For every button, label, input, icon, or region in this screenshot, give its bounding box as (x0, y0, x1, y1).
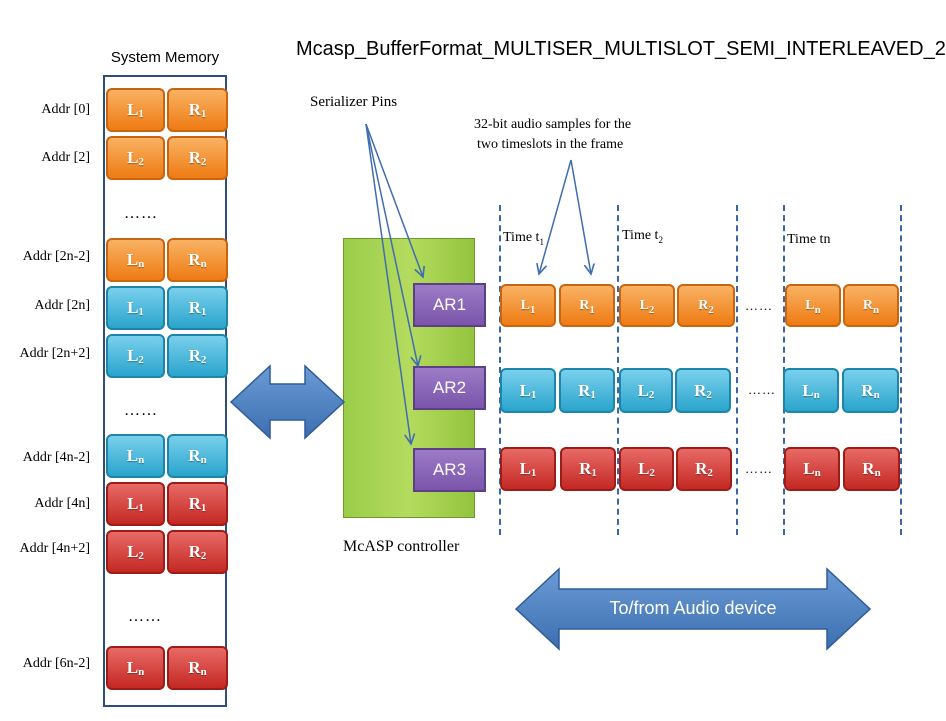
address-label: Addr [4n+2] (19, 541, 91, 556)
time-label-tn: Time tn (787, 232, 831, 247)
memory-controller-double-arrow (229, 364, 346, 440)
address-label: Addr [2n-2] (22, 249, 90, 264)
memory-ellipsis: …… (124, 205, 158, 222)
address-label: Addr [0] (41, 102, 90, 117)
timeslot-divider (736, 205, 738, 535)
system-memory-frame (103, 75, 227, 707)
samples-pointer (539, 159, 572, 274)
serializer-pins-pointer (365, 123, 423, 277)
memory-ellipsis: …… (128, 608, 162, 625)
stream-ellipsis: …… (745, 461, 773, 476)
time-label-t2: Time t2 (622, 228, 663, 245)
timeslot-divider (900, 205, 902, 535)
samples-annotation-line2: two timeslots in the frame (477, 137, 624, 152)
mcasp-controller-label: McASP controller (343, 538, 460, 555)
audio-device-label: To/from Audio device (609, 598, 777, 618)
stream-ellipsis: …… (748, 382, 776, 397)
serializer-ar2: AR2 (413, 366, 486, 410)
address-label: Addr [4n] (34, 496, 90, 511)
address-label: Addr [2] (41, 150, 90, 165)
samples-annotation-line1: 32-bit audio samples for the (474, 117, 632, 132)
address-label: Addr [2n+2] (19, 346, 91, 361)
address-label: Addr [2n] (34, 298, 90, 313)
serializer-ar1: AR1 (413, 283, 486, 327)
serializer-pins-pointer (365, 123, 418, 366)
time-label-t1: Time t1 (503, 230, 544, 247)
stream-ellipsis: …… (745, 298, 773, 313)
address-label: Addr [4n-2] (22, 450, 90, 465)
diagram-title: Mcasp_BufferFormat_MULTISER_MULTISLOT_SE… (296, 38, 946, 60)
samples-pointer (570, 159, 591, 274)
serializer-pins-pointer (365, 123, 411, 444)
serializer-pins-annotation: Serializer Pins (310, 94, 398, 110)
audio-device-double-arrow (514, 567, 872, 651)
serializer-ar3: AR3 (413, 448, 486, 492)
system-memory-label: System Memory (110, 49, 220, 66)
memory-ellipsis: …… (124, 402, 158, 419)
address-label: Addr [6n-2] (22, 656, 90, 671)
timeslot-divider (617, 205, 619, 535)
